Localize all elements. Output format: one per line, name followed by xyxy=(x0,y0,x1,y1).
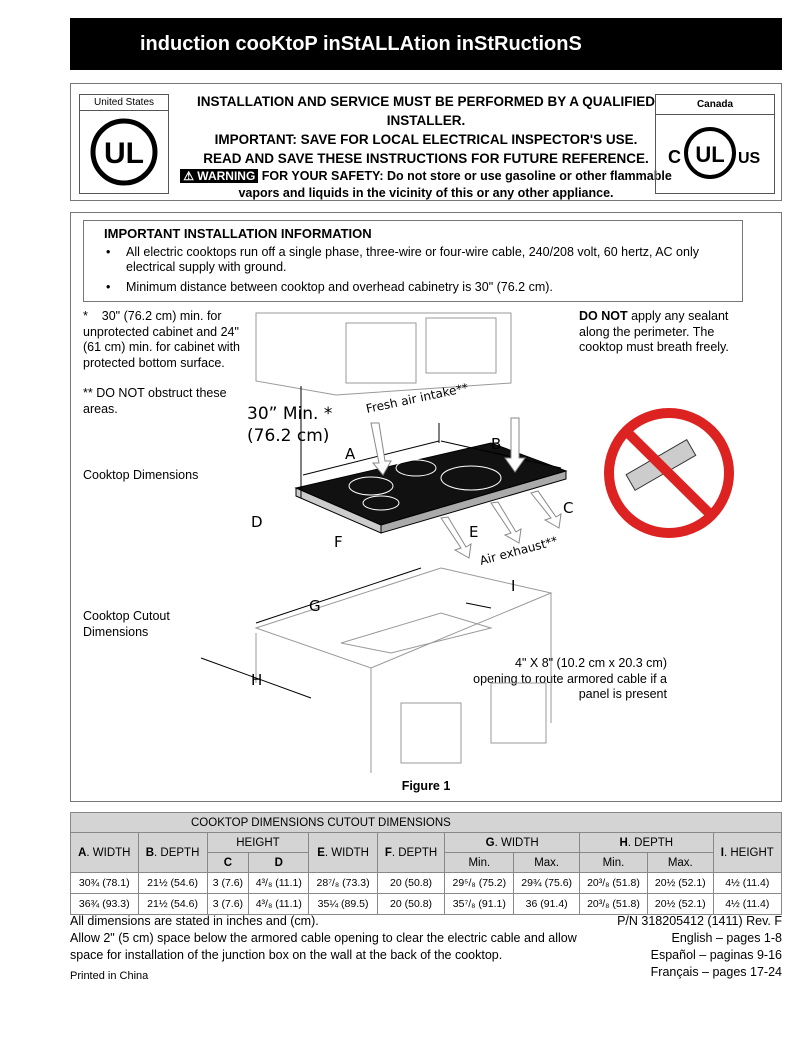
cooktop-drawing xyxy=(294,386,568,534)
label-e: E xyxy=(469,523,478,541)
table-title: COOKTOP DIMENSIONS CUTOUT DIMENSIONS xyxy=(70,812,782,833)
table-cell: 3 (7.6) xyxy=(206,893,250,915)
label-d: D xyxy=(251,513,263,531)
table-cell: 30¾ (78.1) xyxy=(70,872,139,894)
warning-badge: ⚠ WARNING xyxy=(180,169,259,183)
cutout-dims-label: Cooktop Cutout Dimensions xyxy=(83,609,170,639)
lang-fr: Français – pages 17-24 xyxy=(650,965,782,979)
obstruct-note: ** DO NOT obstruct these areas. xyxy=(83,386,227,416)
table-row: 30¾ (78.1)21½ (54.6)3 (7.6)4³/₈ (11.1)28… xyxy=(70,872,783,894)
cul-icon: C UL US xyxy=(668,127,761,179)
notice-box: United States UL INSTALLATION AND SERVIC… xyxy=(70,83,782,201)
upper-cabinet xyxy=(255,312,512,396)
dimensions-table: COOKTOP DIMENSIONS CUTOUT DIMENSIONS A. … xyxy=(70,812,783,915)
footer-notes: All dimensions are stated in inches and … xyxy=(70,913,580,985)
min-clearance-cm: (76.2 cm) xyxy=(247,426,329,446)
lang-es: Español – paginas 9-16 xyxy=(650,948,782,962)
sub-g-min: Min. xyxy=(444,852,515,873)
info-box: IMPORTANT INSTALLATION INFORMATION All e… xyxy=(83,220,743,302)
ul-ca-logo: Canada C UL US xyxy=(655,94,775,194)
cable-note: 4" X 8" (10.2 cm x 20.3 cm) opening to r… xyxy=(473,656,667,701)
sub-h-max: Max. xyxy=(646,852,714,873)
table-cell: 35¼ (89.5) xyxy=(308,893,378,915)
table-row: 36¾ (93.3)21½ (54.6)3 (7.6)4³/₈ (11.1)35… xyxy=(70,893,783,915)
min-clearance-label: 30” Min. * xyxy=(247,404,332,424)
col-i: I. HEIGHT xyxy=(712,832,783,873)
clearance-note: * 30" (76.2 cm) min. for unprotected cab… xyxy=(83,309,240,370)
label-f: F xyxy=(334,533,343,551)
notice-line2: IMPORTANT: SAVE FOR LOCAL ELECTRICAL INS… xyxy=(214,132,638,147)
ul-ca-label: Canada xyxy=(656,95,774,115)
table-cell: 21½ (54.6) xyxy=(137,872,208,894)
table-cell: 20³/₈ (51.8) xyxy=(578,893,648,915)
notice-text: INSTALLATION AND SERVICE MUST BE PERFORM… xyxy=(171,92,681,202)
label-h: H xyxy=(251,671,262,689)
table-cell: 36¾ (93.3) xyxy=(70,893,139,915)
label-g: G xyxy=(309,597,321,615)
sub-d: D xyxy=(248,852,310,873)
part-number: P/N 318205412 (1411) Rev. F xyxy=(617,914,782,928)
label-a: A xyxy=(345,445,356,463)
sub-g-max: Max. xyxy=(513,852,580,873)
no-sealant-icon xyxy=(604,408,734,538)
info-item: Minimum distance between cooktop and ove… xyxy=(106,280,732,295)
ul-us-logo: United States UL xyxy=(79,94,169,194)
sub-h-min: Min. xyxy=(578,852,648,873)
sub-c: C xyxy=(206,852,250,873)
lower-cabinet xyxy=(200,567,553,773)
info-item: All electric cooktops run off a single p… xyxy=(106,245,732,275)
info-title: IMPORTANT INSTALLATION INFORMATION xyxy=(104,226,372,241)
page-header: induction cooKtoP inStALLAtion inStRucti… xyxy=(70,18,782,70)
figure-caption: Figure 1 xyxy=(401,779,451,793)
col-g: G. WIDTH xyxy=(444,832,580,853)
table-cell: 3 (7.6) xyxy=(206,872,250,894)
notice-line1: INSTALLATION AND SERVICE MUST BE PERFORM… xyxy=(196,94,656,128)
col-h: H. DEPTH xyxy=(578,832,714,853)
notice-line3: READ AND SAVE THESE INSTRUCTIONS FOR FUT… xyxy=(203,151,649,166)
footer-line1: All dimensions are stated in inches and … xyxy=(70,914,319,928)
col-b: B. DEPTH xyxy=(137,832,208,873)
figure-box: IMPORTANT INSTALLATION INFORMATION All e… xyxy=(70,212,782,802)
table-cell: 4½ (11.4) xyxy=(712,893,783,915)
sealant-note: DO NOT apply any sealant along the perim… xyxy=(579,309,729,354)
table-cell: 28⁷/₈ (73.3) xyxy=(308,872,378,894)
table-cell: 20½ (52.1) xyxy=(646,893,714,915)
fresh-air-label: Fresh air intake** xyxy=(365,381,470,416)
cooktop-dims-label: Cooktop Dimensions xyxy=(83,468,199,482)
col-f: F. DEPTH xyxy=(376,832,446,873)
svg-text:C: C xyxy=(668,147,681,167)
col-height: HEIGHT xyxy=(206,832,310,853)
printed-in: Printed in China xyxy=(70,970,149,982)
table-cell: 20½ (52.1) xyxy=(646,872,714,894)
table-cell: 36 (91.4) xyxy=(513,893,580,915)
label-b: B xyxy=(491,435,501,453)
table-cell: 4³/₈ (11.1) xyxy=(248,893,310,915)
airflow-arrows xyxy=(370,417,562,559)
col-e: E. WIDTH xyxy=(308,832,378,873)
ul-us-label: United States xyxy=(80,95,168,111)
table-cell: 21½ (54.6) xyxy=(137,893,208,915)
footer-right: P/N 318205412 (1411) Rev. F English – pa… xyxy=(560,913,782,981)
svg-text:UL: UL xyxy=(695,142,724,167)
table-cell: 20 (50.8) xyxy=(376,893,446,915)
table-cell: 20³/₈ (51.8) xyxy=(578,872,648,894)
col-a: A. WIDTH xyxy=(70,832,139,873)
lang-en: English – pages 1-8 xyxy=(671,931,783,945)
ul-icon: UL xyxy=(90,118,158,186)
installation-diagram: 30” Min. * (76.2 cm) Fresh air intake** … xyxy=(200,312,734,773)
table-cell: 29¾ (75.6) xyxy=(513,872,580,894)
footer-line2: Allow 2" (5 cm) space below the armored … xyxy=(70,931,577,962)
svg-text:UL: UL xyxy=(104,137,144,170)
table-cell: 29⁵/₈ (75.2) xyxy=(444,872,515,894)
svg-text:US: US xyxy=(738,150,761,167)
label-i: I xyxy=(511,577,515,595)
table-cell: 4³/₈ (11.1) xyxy=(248,872,310,894)
warning-text: FOR YOUR SAFETY: Do not store or use gas… xyxy=(238,169,672,200)
label-c: C xyxy=(563,499,573,517)
table-cell: 20 (50.8) xyxy=(376,872,446,894)
table-cell: 4½ (11.4) xyxy=(712,872,783,894)
table-cell: 35⁷/₈ (91.1) xyxy=(444,893,515,915)
